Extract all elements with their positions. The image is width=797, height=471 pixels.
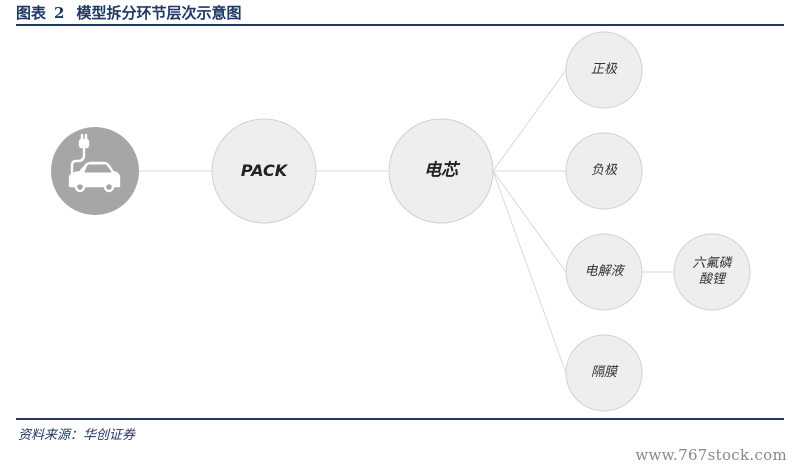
watermark: www.767stock.com: [635, 446, 787, 464]
anode-node-label: 负极: [590, 162, 618, 178]
electrolyte-node-circle: [565, 233, 643, 311]
connector-cell-separator: [492, 170, 567, 374]
anode-node-circle: [565, 132, 643, 210]
separator-node-label: 隔膜: [590, 364, 618, 380]
figure-title: 图表 2 模型拆分环节层次示意图: [16, 3, 241, 23]
connector-cell-electrolyte: [492, 170, 567, 273]
figure-title-text: 模型拆分环节层次示意图: [76, 4, 242, 22]
connector-lines: [139, 69, 674, 374]
bottom-rule: [16, 418, 784, 420]
node-circles: [211, 31, 751, 412]
pack-node-label: PACK: [240, 161, 288, 180]
separator-node-circle: [565, 334, 643, 412]
pack-node-circle: [211, 118, 317, 224]
connector-cell-cathode: [492, 69, 567, 172]
cathode-node-circle: [565, 31, 643, 109]
top-rule: [16, 24, 784, 26]
figure-prefix: 图表: [16, 4, 47, 22]
figure-number: 2: [54, 4, 65, 22]
cell-node-label: 电芯: [424, 160, 458, 181]
source-note: 资料来源：华创证券: [18, 428, 136, 443]
lipf6-node-circle: [673, 233, 751, 311]
cell-node-circle: [388, 118, 494, 224]
lipf6-label-line1: 六氟磷: [692, 255, 732, 271]
lipf6-label-line2: 酸锂: [698, 272, 726, 287]
cathode-node-label: 正极: [590, 61, 618, 77]
electrolyte-node-label: 电解液: [584, 263, 624, 279]
electric-car-icon: [68, 133, 121, 193]
lipf6-node-label: 六氟磷 酸锂: [692, 256, 731, 289]
ev-node: [51, 127, 139, 215]
